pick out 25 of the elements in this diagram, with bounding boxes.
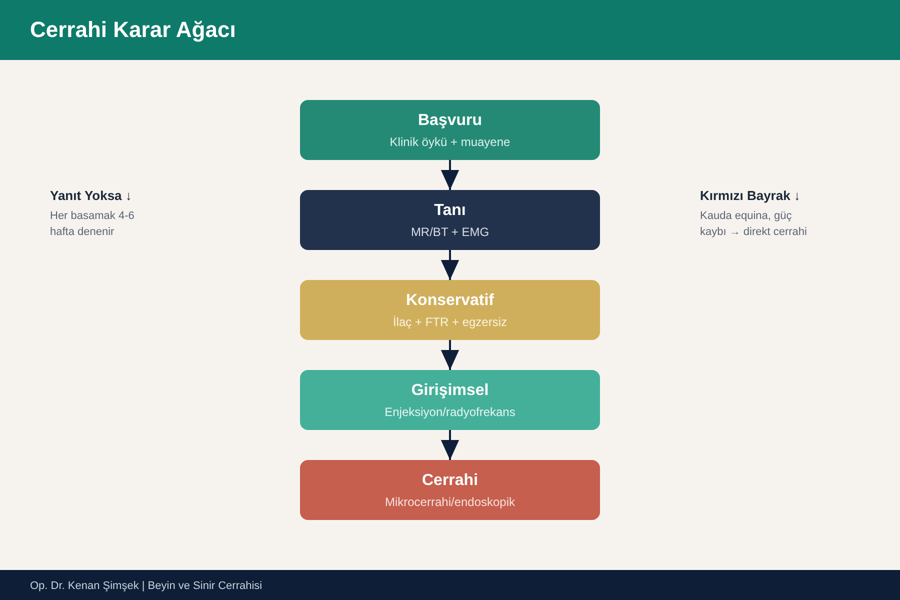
arrow [440, 250, 460, 280]
step-subtitle: MR/BT + EMG [410, 224, 490, 240]
step-subtitle: Mikrocerrahi/endoskopik [384, 494, 516, 510]
step-title: Cerrahi [422, 470, 478, 490]
step-box [300, 370, 600, 430]
step-box [300, 280, 600, 340]
note-text: Kauda equina, güç kaybı → direkt cerrahi [700, 209, 808, 240]
note-heading: Yanıt Yoksa ↓ [50, 187, 133, 205]
step-title: Girişimsel [411, 380, 489, 400]
step-title: Tanı [434, 200, 466, 220]
step-subtitle: Klinik öykü + muayene [390, 134, 510, 150]
step-subtitle: Enjeksiyon/radyofrekans [384, 404, 516, 420]
step-title: Başvuru [418, 110, 482, 130]
step-subtitle: İlaç + FTR + egzersiz [392, 314, 508, 330]
arrow [440, 340, 460, 370]
step-box [300, 100, 600, 160]
arrow [440, 430, 460, 460]
arrow [440, 160, 460, 190]
note-heading: Kırmızı Bayrak ↓ [700, 187, 802, 205]
page-title: Cerrahi Karar Ağacı [30, 17, 236, 43]
step-title: Konservatif [406, 290, 494, 310]
note-text: Her basamak 4-6 hafta denenir [50, 209, 136, 240]
footer-text: Op. Dr. Kenan Şimşek | Beyin ve Sinir Cerrahisi [30, 579, 262, 594]
step-box [300, 460, 600, 520]
step-box [300, 190, 600, 250]
